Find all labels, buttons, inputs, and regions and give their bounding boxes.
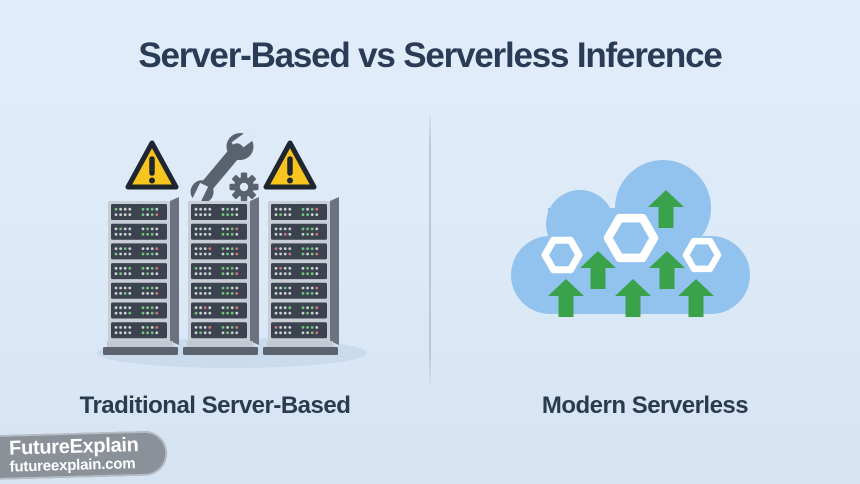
server-rack — [183, 197, 259, 355]
server-unit — [271, 282, 327, 299]
up-arrow-icon — [649, 251, 685, 289]
server-racks-svg — [97, 128, 367, 368]
left-panel: Traditional Server-Based — [79, 133, 367, 419]
server-unit — [271, 243, 327, 260]
server-unit — [191, 263, 247, 280]
cloud-svg — [511, 160, 750, 317]
server-unit — [111, 263, 167, 280]
hexagon-icon — [541, 236, 583, 274]
page-title: Server-Based vs Serverless Inference — [138, 36, 723, 75]
server-unit — [271, 302, 327, 319]
left-panel-label: Traditional Server-Based — [79, 392, 351, 419]
hexagon-icon — [603, 213, 659, 263]
server-rack — [263, 197, 339, 355]
watermark-badge: FutureExplain futureexplain.com — [0, 430, 168, 480]
watermark-url: futureexplain.com — [9, 455, 136, 476]
server-unit — [271, 204, 327, 220]
server-unit — [191, 302, 247, 319]
hexagon-icon — [682, 237, 722, 273]
server-unit — [271, 223, 327, 240]
server-unit — [111, 322, 167, 339]
up-arrow-icon — [648, 190, 684, 228]
server-rack — [103, 197, 179, 355]
warning-triangle-icon — [125, 140, 179, 190]
server-unit — [111, 282, 167, 299]
panel-divider — [429, 114, 431, 386]
server-unit — [111, 204, 167, 220]
server-unit — [191, 243, 247, 260]
right-panel: Modern Serverless — [430, 0, 860, 484]
up-arrow-icon — [548, 279, 584, 317]
server-unit — [111, 302, 167, 319]
server-unit — [191, 322, 247, 339]
warning-triangle-icon — [263, 140, 317, 190]
right-panel-label: Modern Serverless — [541, 392, 749, 419]
server-racks-illustration — [92, 126, 437, 376]
server-unit — [111, 243, 167, 260]
cloud-illustration — [478, 148, 798, 368]
up-arrow-icon — [580, 251, 616, 289]
server-unit — [191, 223, 247, 240]
server-unit — [191, 282, 247, 299]
server-unit — [271, 322, 327, 339]
up-arrow-icon — [678, 279, 714, 317]
wrench-gear-icon — [190, 128, 259, 206]
gear-icon — [229, 172, 259, 202]
server-unit — [111, 223, 167, 240]
server-unit — [191, 204, 247, 220]
up-arrow-icon — [615, 279, 651, 317]
server-unit — [271, 263, 327, 280]
